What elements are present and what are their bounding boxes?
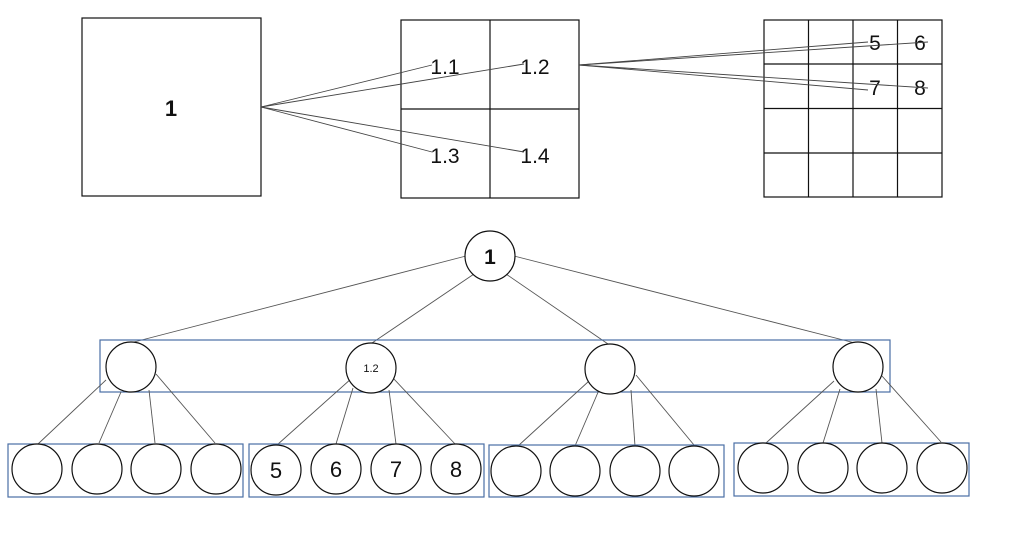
tree-node-level2	[130, 443, 182, 495]
level2-group-box-1	[7, 443, 244, 498]
tree-node-level2	[856, 442, 908, 494]
tree-root-label: 1	[484, 246, 496, 269]
tree-level1-nodes: 1.2	[105, 341, 884, 395]
tree-node-level2	[916, 442, 968, 494]
root-square-label: 1	[165, 96, 177, 121]
tree-node-level2	[668, 445, 720, 497]
tree-node-level2: 5	[250, 444, 302, 496]
tree-node-level2	[490, 445, 542, 497]
tree-node-label: 8	[450, 457, 462, 482]
tree-node-label: 5	[270, 458, 282, 483]
tree-level2-nodes: 5 6 7 8	[11, 442, 968, 497]
grid-cell-label-8: 8	[914, 77, 926, 100]
root-square: 1	[81, 17, 262, 197]
tree-edges-level2	[37, 373, 942, 447]
tree-node-level2: 7	[370, 443, 422, 495]
tree-node-label: 7	[390, 457, 402, 482]
tree-node-level1	[832, 341, 884, 393]
tree-node-level1	[584, 343, 636, 395]
tree-node-level1: 1.2	[345, 342, 397, 394]
tree-node-level2	[11, 443, 63, 495]
grid-cell-label-6: 6	[914, 32, 926, 55]
level1-square: 1.1 1.2 1.3 1.4	[400, 19, 580, 199]
tree-node-level2: 8	[430, 443, 482, 495]
level2-grid: 5 6 7 8	[763, 19, 943, 198]
tree-node-level2	[737, 442, 789, 494]
quadrant-label-1-4: 1.4	[520, 145, 550, 168]
tree-node-level2	[71, 443, 123, 495]
tree-node-level2	[609, 445, 661, 497]
tree-root-node: 1	[464, 230, 516, 282]
level2-group-boxes	[7, 442, 970, 498]
level2-group-box-2	[248, 443, 485, 498]
tree-edges-level1	[133, 255, 856, 345]
tree-node-label: 6	[330, 457, 342, 482]
tree-node-level2	[190, 443, 242, 495]
grid-cell-label-7: 7	[869, 77, 881, 100]
top-connectors	[260, 41, 929, 153]
quadrant-label-1-2: 1.2	[520, 56, 549, 79]
tree-node-label: 1.2	[363, 363, 378, 375]
tree-node-level2	[797, 442, 849, 494]
quadrant-label-1-3: 1.3	[430, 145, 459, 168]
level1-group-box	[99, 339, 891, 393]
level2-group-box-4	[733, 442, 970, 497]
tree-node-level2: 6	[310, 443, 362, 495]
level2-group-box-3	[488, 444, 725, 498]
quadrant-label-1-1: 1.1	[430, 56, 459, 79]
grid-cell-label-5: 5	[869, 32, 881, 55]
tree-node-level2	[549, 445, 601, 497]
tree-node-level1	[105, 341, 157, 393]
